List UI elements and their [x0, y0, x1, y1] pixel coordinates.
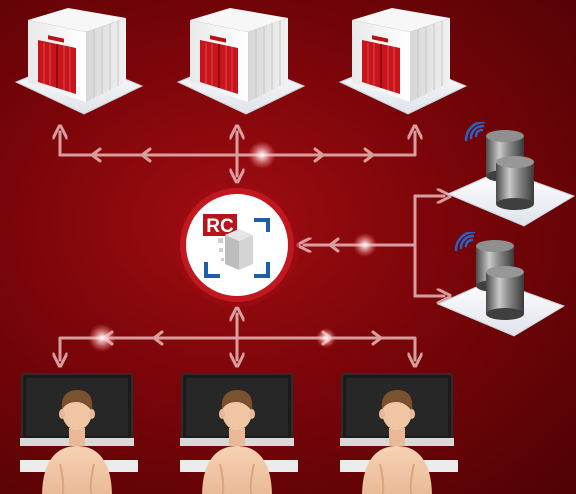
user-at-workstation-icon [20, 373, 139, 494]
database-cylinders-icon [446, 122, 576, 228]
light-glints [88, 141, 377, 352]
rc-badge [203, 214, 237, 236]
database-cylinders-icon [436, 232, 566, 338]
rc-hub-logo-icon: RC [175, 183, 299, 307]
server-cabinet-icon [15, 7, 143, 115]
hub-logo-text: RC [206, 216, 234, 237]
user-at-workstation-icon [180, 373, 299, 494]
user-at-workstation-icon [340, 373, 459, 494]
cube-icon [218, 229, 253, 270]
top-connector [60, 132, 415, 176]
server-cabinet-icon [339, 7, 467, 115]
hub-bracket [204, 218, 270, 278]
server-cabinet-icon [177, 7, 305, 115]
